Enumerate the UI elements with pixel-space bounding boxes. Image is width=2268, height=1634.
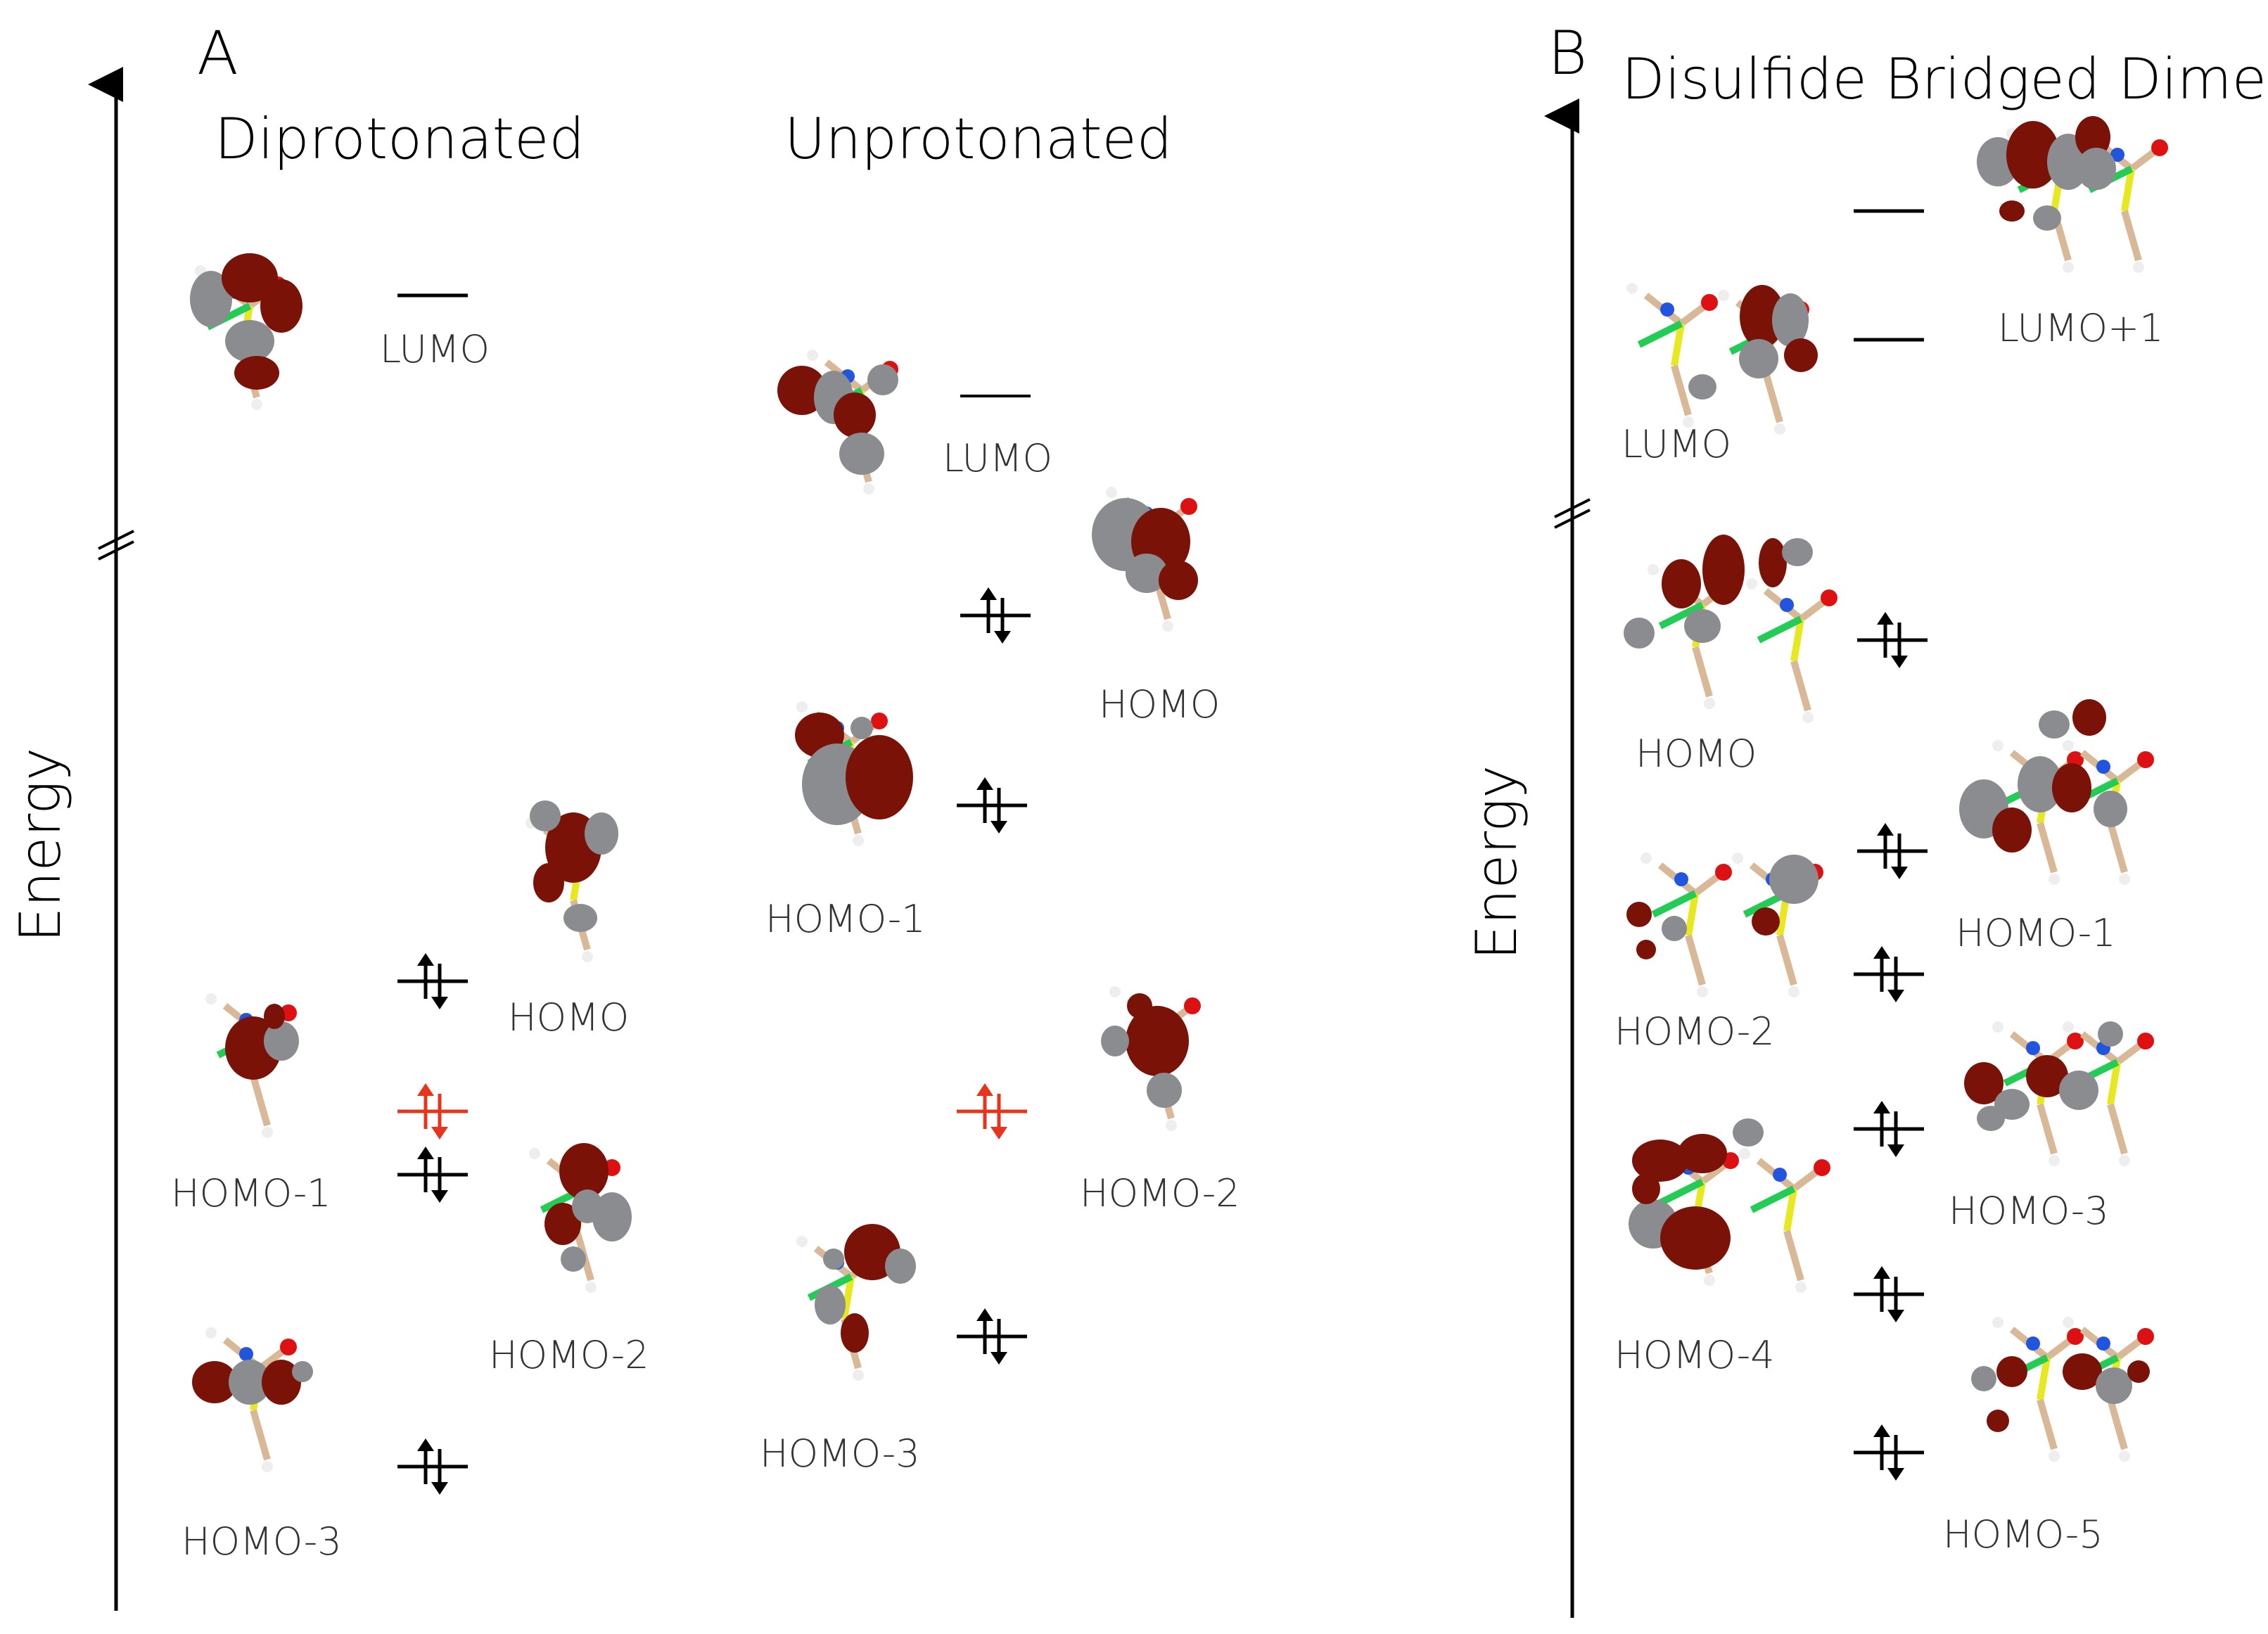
dimer-homo-electron-pair (1857, 612, 1928, 668)
panel-a-axis-label: Energy (8, 748, 73, 943)
dimer-homo-4-electron-pair (1854, 1266, 1924, 1322)
dip-highlighted-electron-pair (397, 1083, 468, 1140)
unp-homo-label: HOMO (1099, 682, 1220, 727)
dimer-homo-5-orbital (1971, 1317, 2154, 1462)
dimer-homo-2-electron-pair (1854, 946, 1924, 1002)
panel-b-axis-break (1554, 498, 1591, 518)
dimer-homo-4-label: HOMO-4 (1614, 1333, 1775, 1377)
unp-homo-orbital (1092, 487, 1198, 632)
dimer-homo-label: HOMO (1636, 732, 1757, 776)
dimer-homo-3-orbital (1964, 1021, 2154, 1166)
dip-homo-1-electron-pair (397, 1147, 468, 1203)
dip-homo-electron-pair (397, 953, 468, 1009)
dip-homo-3-orbital (192, 1327, 313, 1472)
unp-homo-electron-pair (960, 587, 1031, 644)
dimer-homo-4-orbital (1629, 1118, 1830, 1293)
unp-homo-3-orbital (796, 1224, 916, 1381)
dimer-lumo-orbital (1626, 283, 1818, 435)
dimer-homo-5-electron-pair (1854, 1424, 1924, 1481)
dimer-title: Disulfide Bridged Dimer (1622, 46, 2268, 112)
dip-homo-2-label: HOMO-2 (489, 1333, 649, 1377)
dimer-homo-3-electron-pair (1854, 1101, 1924, 1157)
unprotonated-title: Unprotonated (784, 106, 1173, 172)
dip-homo-1-orbital (205, 993, 299, 1138)
dimer-lumo-label: LUMO (1622, 422, 1731, 466)
unp-homo-2-label: HOMO-2 (1080, 1171, 1240, 1215)
dimer-homo-5-label: HOMO-5 (1943, 1512, 2103, 1557)
dip-homo-3-label: HOMO-3 (181, 1519, 342, 1564)
unp-homo-3-electron-pair (957, 1308, 1027, 1365)
unp-homo-1-orbital (795, 701, 913, 846)
dimer-homo-1-orbital (1959, 699, 2154, 885)
panel-a-axis-break (98, 530, 134, 550)
dip-homo-label: HOMO (508, 995, 629, 1040)
unp-lumo-orbital (777, 350, 898, 494)
unp-lumo-label: LUMO (943, 436, 1052, 480)
dip-homo-orbital (525, 800, 618, 962)
dip-homo-3-electron-pair (397, 1438, 468, 1495)
dimer-lumo-plus-1-orbital (1977, 116, 2168, 273)
dimer-homo-2-label: HOMO-2 (1614, 1009, 1775, 1054)
dimer-lumo-plus-1-label: LUMO+1 (1998, 306, 2164, 350)
dimer-homo-1-label: HOMO-1 (1956, 911, 2116, 955)
dip-lumo-orbital (190, 253, 302, 410)
diprotonated-title: Diprotonated (215, 106, 585, 172)
dimer-homo-1-electron-pair (1857, 823, 1928, 879)
panel-b-letter: B (1548, 18, 1587, 89)
panel-a-letter: A (197, 18, 238, 89)
dip-homo-1-label: HOMO-1 (171, 1171, 331, 1215)
unp-homo-1-label: HOMO-1 (765, 897, 926, 941)
dimer-homo-3-label: HOMO-3 (1949, 1189, 2109, 1233)
unp-homo-2-orbital (1101, 986, 1201, 1131)
panel-b-axis-label: Energy (1464, 765, 1529, 960)
unp-homo-3-label: HOMO-3 (760, 1431, 920, 1476)
unp-highlighted-electron-pair (957, 1083, 1027, 1140)
dimer-homo-orbital (1624, 535, 1837, 723)
dip-homo-2-orbital (529, 1143, 632, 1293)
unp-homo-1-electron-pair (957, 777, 1027, 834)
dimer-homo-2-orbital (1626, 853, 1823, 997)
dip-lumo-label: LUMO (380, 327, 490, 371)
